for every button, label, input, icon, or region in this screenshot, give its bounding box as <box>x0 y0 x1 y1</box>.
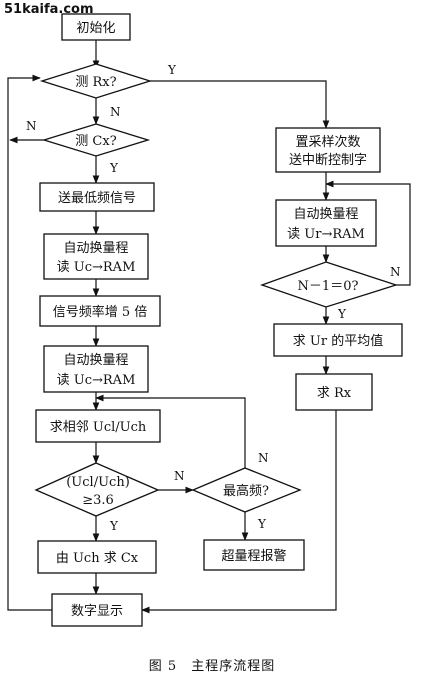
label-rx-yes: Y <box>167 63 177 77</box>
svg-text:自动换量程: 自动换量程 <box>63 353 128 368</box>
svg-text:测 Rx?: 测 Rx? <box>75 75 116 90</box>
label-cx-yes: Y <box>109 161 119 175</box>
svg-text:(Ucl/Uch): (Ucl/Uch) <box>66 475 130 490</box>
watermark: 51kaifa.com <box>4 2 94 17</box>
svg-text:读 Ur→RAM: 读 Ur→RAM <box>287 227 365 242</box>
node-auto-range-3: 自动换量程 读 Ur→RAM <box>275 199 377 247</box>
svg-text:超量程报警: 超量程报警 <box>221 548 286 564</box>
svg-text:送最低频信号: 送最低频信号 <box>58 191 136 206</box>
node-ratio-condition: (Ucl/Uch) ≥3.6 <box>34 462 160 517</box>
svg-text:自动换量程: 自动换量程 <box>293 207 358 222</box>
node-calc-cx: 由 Uch 求 Cx <box>37 540 157 574</box>
node-init: 初始化 <box>61 13 131 41</box>
svg-text:测 Cx?: 测 Cx? <box>75 134 116 149</box>
node-test-rx: 测 Rx? <box>39 63 153 99</box>
svg-text:最高频?: 最高频? <box>223 483 269 499</box>
label-cx-no: N <box>26 119 37 133</box>
svg-text:求 Ur 的平均值: 求 Ur 的平均值 <box>293 333 383 349</box>
label-n-yes: Y <box>337 307 347 321</box>
svg-text:N－1＝0?: N－1＝0? <box>298 279 359 294</box>
svg-text:数字显示: 数字显示 <box>71 604 123 619</box>
label-cond-no: N <box>174 469 185 483</box>
node-freq-up: 信号频率增 5 倍 <box>39 295 161 327</box>
node-n-check: N－1＝0? <box>260 261 399 308</box>
svg-text:送中断控制字: 送中断控制字 <box>289 153 367 168</box>
node-max-freq: 最高频? <box>191 467 302 513</box>
label-cond-yes: Y <box>109 519 119 533</box>
svg-text:信号频率增 5 倍: 信号频率增 5 倍 <box>53 304 148 320</box>
branch-labels: Y N N Y N N Y Y N Y <box>26 63 401 533</box>
node-display: 数字显示 <box>51 593 143 627</box>
svg-text:求 Rx: 求 Rx <box>317 386 352 401</box>
svg-text:读 Uc→RAM: 读 Uc→RAM <box>57 260 136 275</box>
node-avg-ur: 求 Ur 的平均值 <box>273 323 403 357</box>
svg-text:初始化: 初始化 <box>76 21 115 36</box>
figure-caption: 图 5 主程序流程图 <box>149 659 275 674</box>
svg-text:求相邻 Ucl/Uch: 求相邻 Ucl/Uch <box>50 420 147 435</box>
svg-text:置采样次数: 置采样次数 <box>295 134 360 150</box>
svg-text:≥3.6: ≥3.6 <box>82 493 114 508</box>
connectors <box>7 40 411 614</box>
node-auto-range-1: 自动换量程 读 Uc→RAM <box>43 233 149 280</box>
svg-text:自动换量程: 自动换量程 <box>63 241 128 256</box>
label-n-no: N <box>390 265 401 279</box>
node-auto-range-2: 自动换量程 读 Uc→RAM <box>43 345 149 393</box>
label-rx-no: N <box>110 105 121 119</box>
node-ratio: 求相邻 Ucl/Uch <box>35 409 161 443</box>
node-calc-rx: 求 Rx <box>295 373 373 411</box>
node-test-cx: 测 Cx? <box>41 123 151 157</box>
label-maxfreq-no: N <box>258 451 269 465</box>
svg-text:由 Uch 求 Cx: 由 Uch 求 Cx <box>56 551 139 566</box>
node-overrange-alarm: 超量程报警 <box>203 539 305 571</box>
svg-text:读 Uc→RAM: 读 Uc→RAM <box>57 373 136 388</box>
label-maxfreq-yes: Y <box>257 517 267 531</box>
node-send-low-freq: 送最低频信号 <box>39 182 155 212</box>
node-set-sampling: 置采样次数 送中断控制字 <box>275 127 381 173</box>
